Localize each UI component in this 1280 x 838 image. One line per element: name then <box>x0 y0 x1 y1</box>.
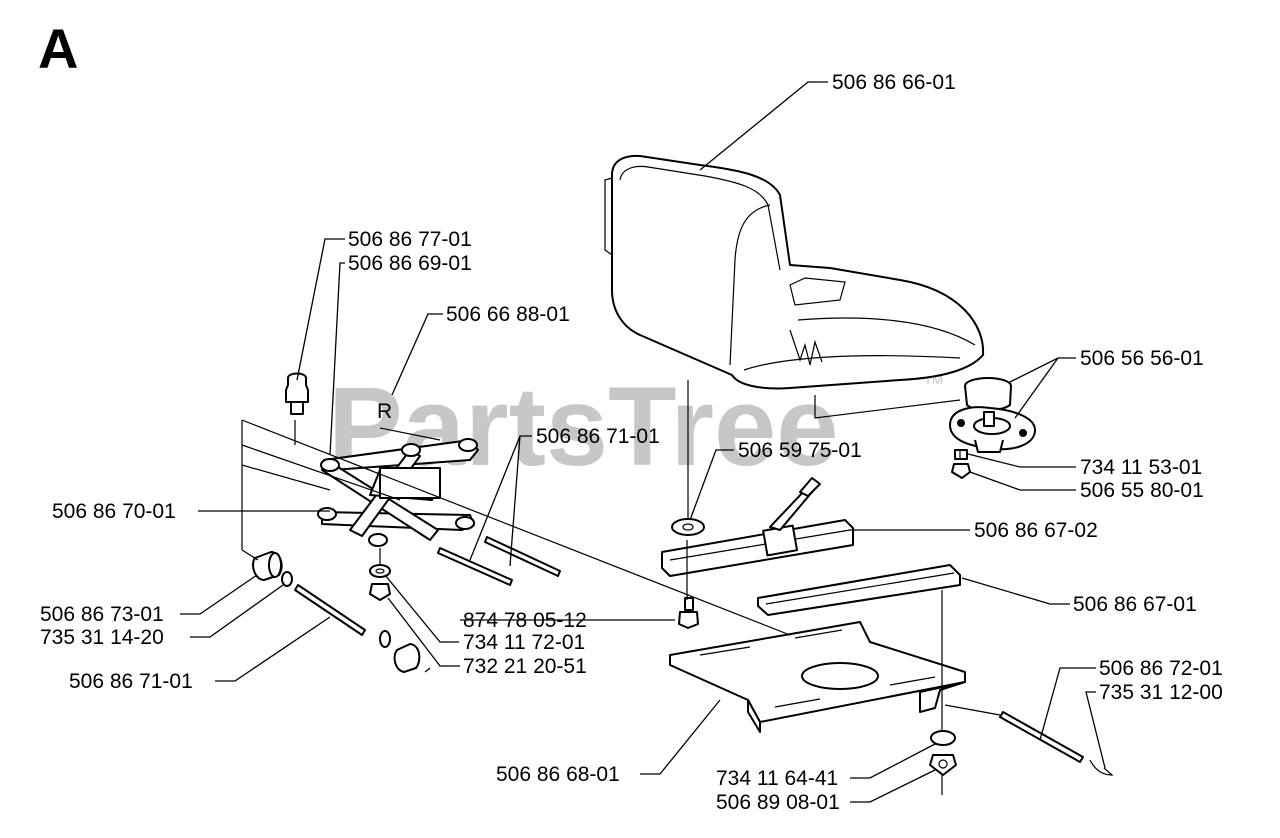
seat-drawing <box>604 154 985 390</box>
bearing-assembly <box>949 377 1036 453</box>
label-506867101-top[interactable]: 506 86 71-01 <box>536 425 660 448</box>
label-506866702[interactable]: 506 86 67-02 <box>974 519 1098 542</box>
r-stamp-letter: R <box>377 400 392 423</box>
label-506866801[interactable]: 506 86 68-01 <box>496 763 620 786</box>
linkage-assembly <box>317 438 479 547</box>
label-506866701[interactable]: 506 86 67-01 <box>1073 593 1197 616</box>
label-506558001[interactable]: 506 55 80-01 <box>1080 479 1204 502</box>
label-506867701[interactable]: 506 86 77-01 <box>348 228 472 251</box>
washer-735311420 <box>281 571 293 587</box>
label-506867201[interactable]: 506 86 72-01 <box>1099 657 1223 680</box>
clip-lower <box>379 630 391 648</box>
label-506668801[interactable]: 506 66 88-01 <box>446 303 570 326</box>
section-letter: A <box>38 17 78 80</box>
bolt-874780512 <box>678 597 699 629</box>
label-735311200[interactable]: 735 31 12-00 <box>1099 681 1223 704</box>
label-874780512[interactable]: 874 78 05-12 <box>463 609 587 632</box>
base-plate <box>669 621 966 733</box>
label-506565601[interactable]: 506 56 56-01 <box>1080 347 1204 370</box>
nut-732212051 <box>369 583 391 601</box>
label-506890801[interactable]: 506 89 08-01 <box>716 791 840 814</box>
label-506867101-bottom[interactable]: 506 86 71-01 <box>69 670 193 693</box>
label-seat[interactable]: 506 86 66-01 <box>832 71 956 94</box>
washer-506597501 <box>671 518 705 536</box>
stud-506867701 <box>285 372 309 415</box>
label-506866901[interactable]: 506 86 69-01 <box>348 252 472 275</box>
label-734116441[interactable]: 734 11 64-41 <box>716 767 838 790</box>
rail-506866702 <box>661 477 854 577</box>
rod-506867101-bottom <box>294 584 366 636</box>
label-735311420[interactable]: 735 31 14-20 <box>40 626 164 649</box>
screw-506558001 <box>951 463 971 479</box>
label-506867301[interactable]: 506 86 73-01 <box>40 603 164 626</box>
nut-734115301 <box>954 449 968 460</box>
phantom-lines <box>241 380 1001 795</box>
washer-734117201 <box>369 564 391 578</box>
label-734117201[interactable]: 734 11 72-01 <box>463 631 585 654</box>
clip-735311200 <box>1089 759 1114 776</box>
bushing-506867301 <box>252 551 283 581</box>
label-506597501[interactable]: 506 59 75-01 <box>738 439 862 462</box>
pins-506867101-top <box>437 536 561 586</box>
bushing-lower <box>393 643 421 673</box>
part-labels: 506 86 66-01 506 86 77-01 506 86 69-01 5… <box>40 71 1223 814</box>
label-734115301[interactable]: 734 11 53-01 <box>1080 456 1202 479</box>
label-732212051[interactable]: 732 21 20-51 <box>463 655 587 678</box>
washer-734116441 <box>930 730 956 746</box>
rail-506866701 <box>757 564 961 616</box>
leader-lines <box>180 81 1106 803</box>
label-506867001[interactable]: 506 86 70-01 <box>52 500 176 523</box>
nut-506890801 <box>929 754 957 776</box>
